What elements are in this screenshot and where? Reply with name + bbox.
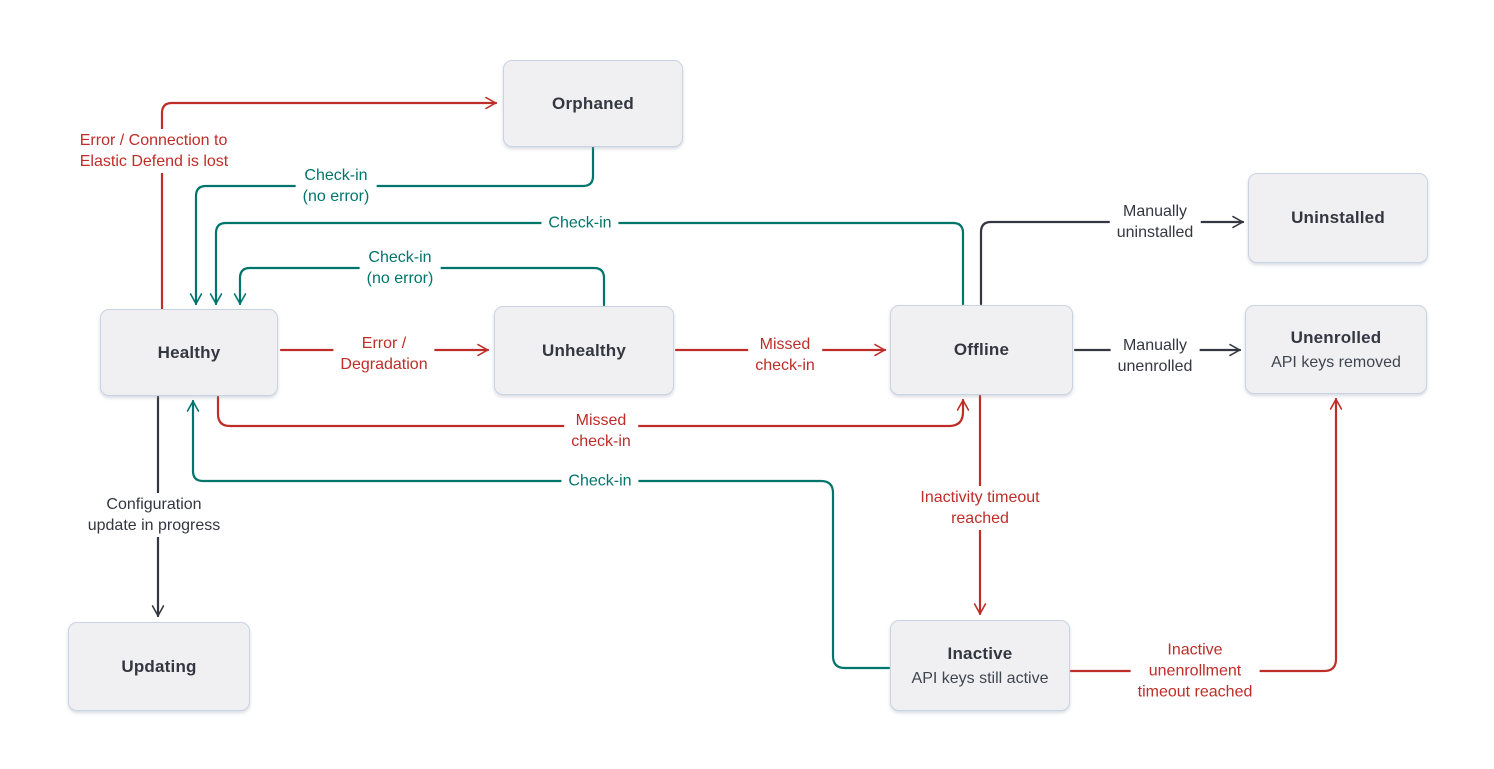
node-unhealthy: Unhealthy <box>494 306 674 395</box>
edge-label-offline-to-uninstalled: Manually uninstalled <box>1109 200 1201 244</box>
node-healthy: Healthy <box>100 309 278 396</box>
edge-label-offline-to-unenrolled: Manually unenrolled <box>1110 334 1200 378</box>
node-orphaned: Orphaned <box>503 60 683 147</box>
node-offline: Offline <box>890 305 1073 395</box>
node-updating-title: Updating <box>121 656 197 676</box>
node-inactive: Inactive API keys still active <box>890 620 1070 711</box>
edge-orphaned-to-healthy <box>189 146 595 306</box>
node-offline-title: Offline <box>953 340 1010 359</box>
edge-healthy-to-orphaned <box>160 96 498 311</box>
node-unenrolled-title: Unenrolled <box>1290 327 1382 347</box>
node-unenrolled-subtitle: API keys removed <box>1271 353 1401 371</box>
edge-offline-to-uninstalled <box>979 215 1245 306</box>
edge-inactive-to-unenrolled <box>1069 397 1343 673</box>
edge-label-offline-to-inactive: Inactivity timeout reached <box>913 486 1047 530</box>
edge-label-orphaned-to-healthy: Check-in (no error) <box>295 164 377 208</box>
edge-label-inactive-to-healthy: Check-in <box>561 469 639 493</box>
edge-label-healthy-to-orphaned: Error / Connection to Elastic Defend is … <box>72 129 236 173</box>
node-uninstalled-title: Uninstalled <box>1291 208 1385 227</box>
edge-label-unhealthy-to-healthy: Check-in (no error) <box>359 246 441 290</box>
edge-inactive-to-healthy <box>186 399 891 670</box>
node-uninstalled: Uninstalled <box>1248 173 1428 263</box>
edge-label-inactive-to-unenrolled: Inactive unenrollment timeout reached <box>1130 638 1260 704</box>
node-unenrolled: Unenrolled API keys removed <box>1245 305 1427 394</box>
node-orphaned-title: Orphaned <box>552 93 634 113</box>
node-healthy-title: Healthy <box>157 342 221 362</box>
node-inactive-subtitle: API keys still active <box>911 669 1049 687</box>
edge-label-healthy-to-unhealthy: Error / Degradation <box>333 332 435 376</box>
node-unhealthy-title: Unhealthy <box>542 340 626 360</box>
node-updating: Updating <box>68 622 250 711</box>
edge-label-offline-to-healthy: Check-in <box>541 211 619 235</box>
edge-label-healthy-to-offline: Missed check-in <box>564 409 638 453</box>
edge-label-unhealthy-to-offline: Missed check-in <box>748 333 822 377</box>
edge-offline-to-healthy <box>209 221 965 306</box>
edge-label-healthy-to-updating: Configuration update in progress <box>80 493 228 537</box>
node-inactive-title: Inactive <box>947 643 1013 663</box>
